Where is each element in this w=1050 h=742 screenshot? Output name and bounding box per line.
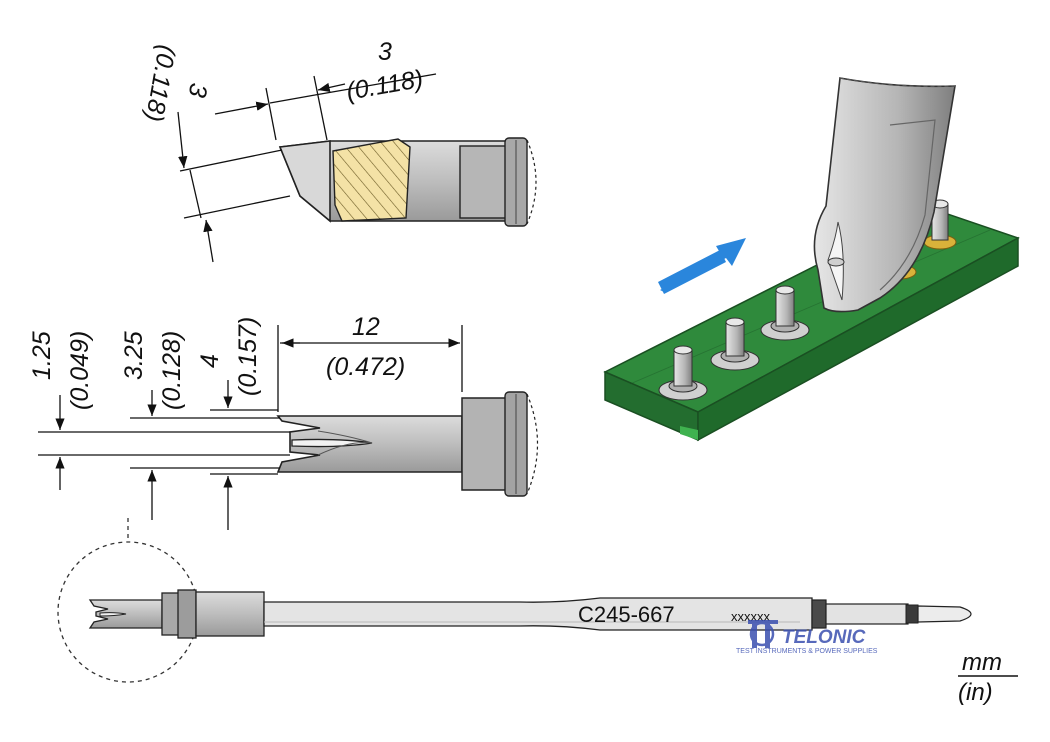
length-mm: 12 (352, 313, 380, 341)
brand-tagline: TEST INSTRUMENTS & POWER SUPPLIES (736, 648, 878, 655)
dim-b-in: (0.128) (158, 331, 186, 410)
dim-c-in: (0.157) (234, 317, 262, 396)
cartridge-view: C245-667 xxxxxx (57, 518, 972, 683)
unit-secondary: (in) (958, 679, 993, 706)
dim-b-mm: 3.25 (120, 331, 148, 380)
unit-primary: mm (962, 649, 1002, 676)
top-height-mm: 3 (183, 81, 213, 100)
arrow-up-right-icon (658, 238, 746, 294)
side-view: 1.25 (0.049) 3.25 (0.128) 4 (0.157) 12 (… (28, 313, 539, 530)
top-width-mm: 3 (378, 38, 392, 66)
top-height-in: (0.118) (140, 43, 181, 124)
dim-a-in: (0.049) (66, 331, 94, 410)
length-in: (0.472) (326, 353, 405, 381)
dim-c-mm: 4 (196, 354, 224, 368)
pcb-illustration (603, 77, 1020, 442)
units-legend: mm (in) (958, 649, 1018, 706)
dim-a-mm: 1.25 (28, 331, 56, 380)
telonic-watermark: TELONIC TEST INSTRUMENTS & POWER SUPPLIE… (736, 620, 878, 655)
top-view: 3 (0.118) 3 (0.118) (140, 38, 537, 263)
top-width-in: (0.118) (344, 65, 425, 106)
telonic-logo-icon (748, 620, 778, 648)
model-number: C245-667 (578, 602, 675, 627)
brand-name: TELONIC (782, 627, 866, 648)
soldering-tip (813, 77, 956, 313)
